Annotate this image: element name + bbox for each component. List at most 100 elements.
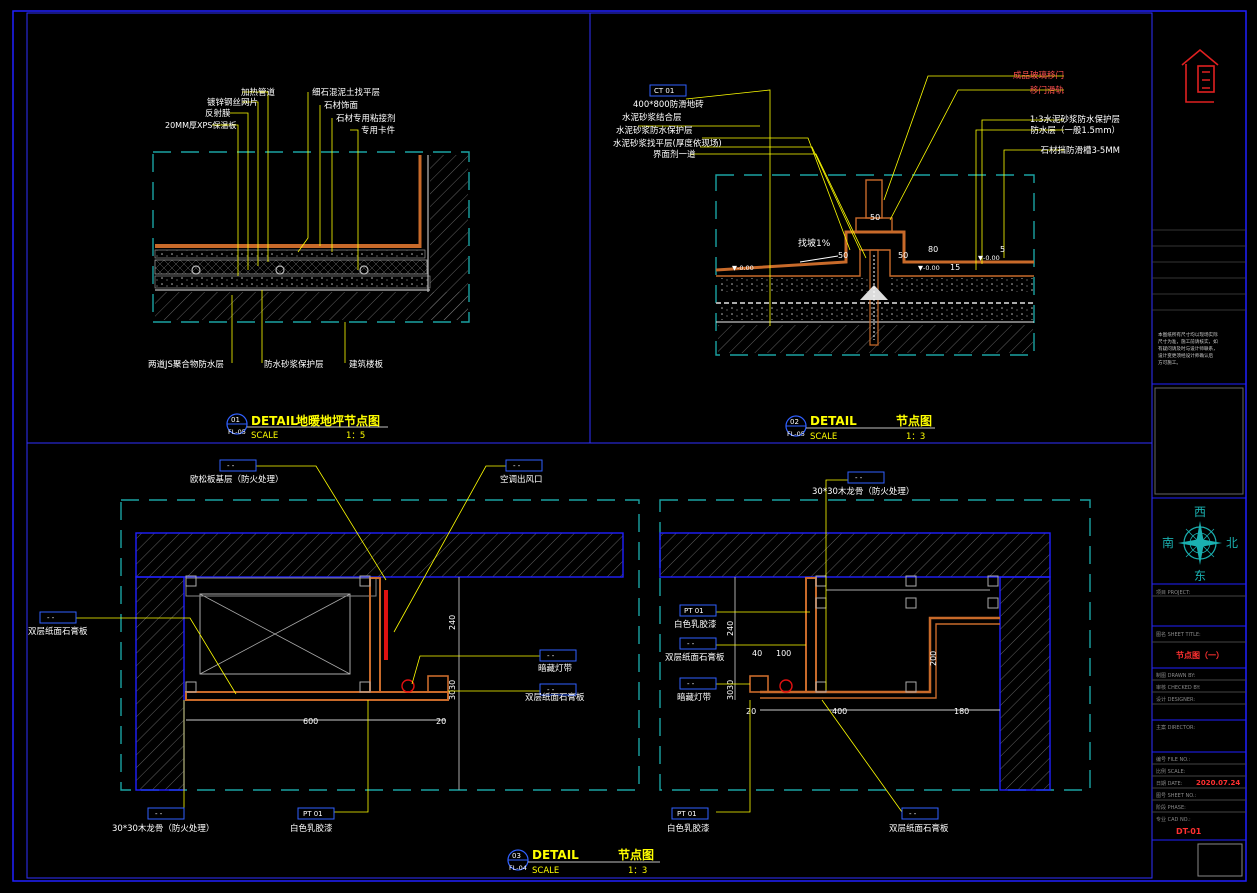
- d2-label-l1: 水泥砂浆结合层: [622, 112, 682, 123]
- company-logo: [1181, 48, 1219, 103]
- d3r-tag-0: - -: [855, 474, 863, 482]
- d3-ref: FL-04: [509, 864, 527, 872]
- d2-dim-3: 50: [898, 251, 908, 260]
- tb-row-7: 比例 SCALE:: [1156, 768, 1186, 775]
- d2-dim-1: 50: [838, 251, 848, 260]
- d3r-tag-3: - -: [687, 680, 695, 688]
- d1-title: 地暖地坪节点图: [296, 413, 380, 428]
- d2-scale-label: SCALE: [810, 432, 837, 442]
- tb-sheet-no: DT-01: [1176, 827, 1202, 836]
- d3r-label-3: 暗藏灯带: [677, 692, 712, 703]
- d2-scale: 1：3: [906, 432, 925, 442]
- tb-row-5: 主案 DIRECTOR:: [1156, 724, 1195, 731]
- d2-label-r4: 石材挡防滑槽3-5MM: [1040, 145, 1120, 156]
- d3l-dim-3: 30: [448, 680, 457, 690]
- d3l-label-2: 双层纸面石膏板: [28, 626, 88, 637]
- d2-level-1: ▼-0.00: [918, 264, 940, 272]
- compass-north: 西: [1194, 505, 1206, 519]
- d3r-label-2: 双层纸面石膏板: [665, 652, 725, 663]
- d3r-dim-0: 40: [752, 649, 762, 658]
- d3r-dim-8: 200: [929, 651, 938, 666]
- compass-icon: [1178, 521, 1222, 565]
- d1-label-0: 加热管道: [241, 87, 276, 98]
- d2-slope: 找坡1%: [798, 237, 831, 249]
- d2-label-r2: 1:3水泥砂浆防水保护层: [1030, 114, 1120, 125]
- d2-label-r1: 移门滑轨: [1030, 85, 1065, 96]
- d2-title-prefix: DETAIL: [810, 414, 857, 428]
- d3l-dim-2: 240: [448, 615, 457, 630]
- d3l-dim-4: 30: [448, 690, 457, 700]
- detail-02: CT 01 400*800防滑地砖 水泥砂浆结合层 水泥砂浆防水保护层 水泥砂浆…: [613, 70, 1120, 442]
- compass-west: 南: [1162, 535, 1174, 550]
- d1-title-prefix: DETAIL: [251, 414, 298, 428]
- d3l-label-1: 空调出风口: [500, 474, 543, 485]
- d3l-label-3: 暗藏灯带: [538, 663, 573, 674]
- d3r-dim-7: 180: [954, 707, 969, 716]
- d2-tag: CT 01: [654, 87, 674, 95]
- d2-label-r0: 成品玻璃移门: [1013, 70, 1064, 81]
- title-block: 本图纸所有尺寸均以现场实际 尺寸为准，施工前请核实，如 有疑问请及时与设计师联系…: [1152, 48, 1246, 877]
- d2-dim-4: 15: [950, 263, 960, 272]
- d1-label-1: 镀锌钢丝网片: [207, 97, 258, 108]
- d1-num: 01: [231, 416, 240, 424]
- d1-label-2: 反射膜: [205, 108, 231, 119]
- d2-level-2: ▼-0.00: [978, 254, 1000, 262]
- d3r-dim-1: 100: [776, 649, 791, 658]
- d3l-tag-4: - -: [547, 686, 555, 694]
- d1-label-3: 20MM厚XPS保温板: [165, 120, 236, 130]
- d3l-dim-1: 20: [436, 717, 446, 726]
- tb-row-9: 图号 SHEET NO.:: [1156, 793, 1197, 799]
- tb-row-8: 日期 DATE:: [1156, 781, 1183, 787]
- tb-date: 2020.07.24: [1196, 779, 1240, 787]
- d3r-label-4: 白色乳胶漆: [667, 823, 710, 834]
- d3l-tag-5: - -: [155, 810, 163, 818]
- d3-title-prefix: DETAIL: [532, 848, 579, 862]
- d1-label-b2: 建筑楼板: [349, 359, 384, 370]
- d3l-label-5: 30*30木龙骨（防火处理）: [112, 823, 214, 834]
- tb-row-6: 编号 FILE NO.:: [1156, 756, 1191, 763]
- d1-label-7: 专用卡件: [361, 125, 396, 136]
- d1-label-b1: 防水砂浆保护层: [264, 359, 324, 370]
- d3r-tag-2: - -: [687, 640, 695, 648]
- d1-scale-label: SCALE: [251, 431, 278, 441]
- d2-ref: FL-05: [787, 430, 805, 438]
- d2-label-l2: 水泥砂浆防水保护层: [616, 125, 693, 136]
- d2-num: 02: [790, 418, 799, 426]
- tb-row-1: 图名 SHEET TITLE:: [1156, 631, 1201, 638]
- tb-row-11: 专业 CAD NO.:: [1156, 816, 1191, 823]
- d1-label-6: 石材专用粘接剂: [336, 113, 396, 124]
- tb-row-3: 审核 CHECKED BY:: [1156, 684, 1201, 691]
- d3l-tag-2: - -: [47, 614, 55, 622]
- sheet-border: [12, 10, 1247, 882]
- d2-label-l4: 界面剂一道: [653, 149, 696, 160]
- d2-title: 节点图: [896, 413, 932, 428]
- tb-row-0: 项目 PROJECT:: [1156, 590, 1191, 596]
- d3r-label-1: 白色乳胶漆: [674, 619, 717, 630]
- d3l-label-0: 欧松板基层（防火处理）: [190, 474, 284, 485]
- tb-row-4: 设计 DESIGNER:: [1156, 696, 1195, 703]
- d3r-label-0: 30*30木龙骨（防火处理）: [812, 486, 914, 497]
- detail-01: 加热管道 镀锌钢丝网片 反射膜 20MM厚XPS保温板 细石混泥土找平层 石材饰…: [148, 87, 470, 441]
- d2-dim-5: 5: [1000, 245, 1005, 254]
- d2-label-r3: 防水层（一般1.5mm）: [1030, 125, 1120, 136]
- notes-line-2: 尺寸为准，施工前请核实，如: [1158, 338, 1218, 345]
- d3l-label-4: 双层纸面石膏板: [525, 692, 585, 703]
- d2-dim-2: 80: [928, 245, 938, 254]
- d3r-tag-4: PT 01: [677, 810, 697, 818]
- d1-label-5: 石材饰面: [324, 100, 359, 111]
- d3l-tag-0: - -: [227, 462, 235, 470]
- d3r-dim-2: 240: [726, 621, 735, 636]
- compass-south: 东: [1194, 569, 1206, 583]
- d3r-dim-5: 20: [746, 707, 756, 716]
- d2-label-l0: 400*800防滑地砖: [633, 99, 704, 110]
- d1-label-4: 细石混泥土找平层: [312, 87, 380, 98]
- d3-title: 节点图: [618, 847, 654, 862]
- d2-label-l3: 水泥砂浆找平层(厚度依现场): [613, 138, 722, 149]
- detail-03: 600 20 240 30 30 - - 欧松板基层（防火处理） - - 空调出…: [28, 459, 1091, 876]
- d3r-dim-3: 30: [726, 680, 735, 690]
- d3r-tag-5: - -: [909, 810, 917, 818]
- d3r-tag-1: PT 01: [684, 607, 704, 615]
- d2-level-0: ▼-0.00: [732, 264, 754, 272]
- tb-sheet-title: 节点图（一）: [1176, 650, 1224, 660]
